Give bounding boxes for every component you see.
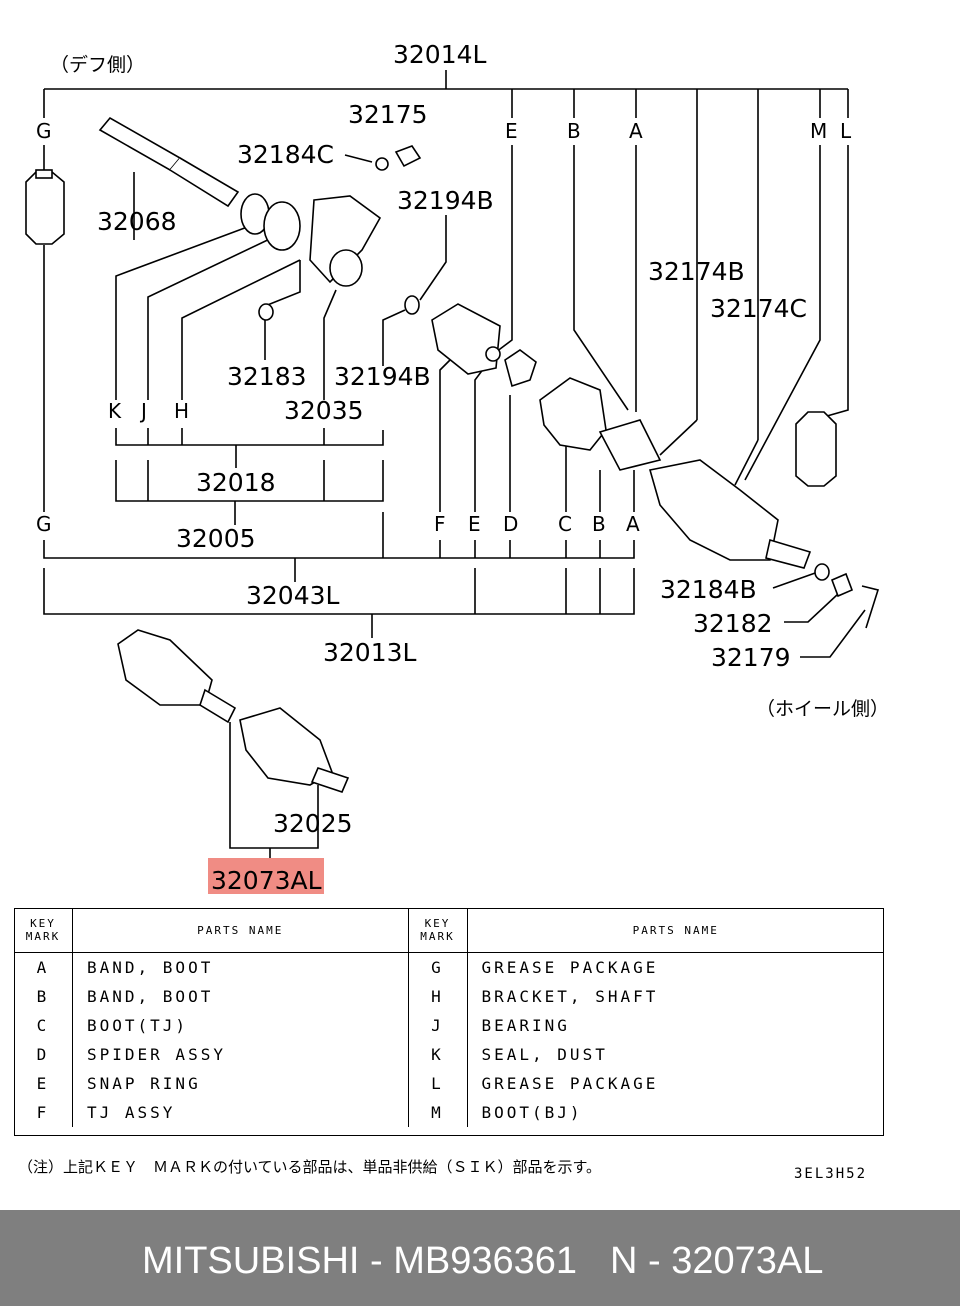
table-row: F TJ ASSY M BOOT(BJ) bbox=[14, 1098, 884, 1127]
parts-name-cell: BAND, BOOT bbox=[72, 982, 409, 1011]
table-row: E SNAP RING L GREASE PACKAGE bbox=[14, 1069, 884, 1098]
parts-name-cell: GREASE PACKAGE bbox=[481, 1074, 659, 1093]
key-mark-top-a: A bbox=[629, 119, 643, 143]
key-mark-header: KEY MARK bbox=[408, 908, 468, 953]
parts-name-header: PARTS NAME bbox=[72, 908, 409, 953]
footer-brand-part-number: MITSUBISHI - MB936361 bbox=[142, 1240, 578, 1282]
part-label-32174c: 32174C bbox=[710, 294, 807, 323]
key-mark-row-g: G bbox=[36, 512, 52, 536]
key-mark-top-g: G bbox=[36, 119, 52, 143]
key-mark-top-m: M bbox=[810, 119, 828, 143]
footnote: （注）上記ＫＥＹ ＭＡＲＫの付いている部品は、単品非供給（ＳＩＫ）部品を示す。 bbox=[18, 1158, 602, 1176]
key-mark-row-a: A bbox=[626, 512, 640, 536]
part-label-32013l: 32013L bbox=[323, 638, 417, 667]
part-label-32025: 32025 bbox=[273, 809, 353, 838]
key-mark-cell: G bbox=[408, 952, 468, 982]
part-label-32005: 32005 bbox=[176, 524, 256, 553]
parts-name-cell: GREASE PACKAGE bbox=[481, 958, 659, 977]
key-mark-cell: J bbox=[408, 1011, 468, 1040]
highlight-box bbox=[208, 858, 324, 894]
part-label-32194b-top: 32194B bbox=[397, 186, 494, 215]
parts-table: KEY MARK PARTS NAME KEY MARK PARTS NAME … bbox=[14, 908, 884, 1127]
part-label-32043l: 32043L bbox=[246, 581, 340, 610]
key-mark-k: K bbox=[108, 399, 122, 423]
parts-name-cell: BAND, BOOT bbox=[72, 952, 409, 982]
key-mark-header: KEY MARK bbox=[14, 908, 73, 953]
parts-name-cell: SNAP RING bbox=[72, 1069, 409, 1098]
key-mark-row-e: E bbox=[468, 512, 481, 536]
part-label-32035: 32035 bbox=[284, 396, 364, 425]
key-mark-h: H bbox=[174, 399, 190, 423]
table-row: B BAND, BOOT H BRACKET, SHAFT bbox=[14, 982, 884, 1011]
key-mark-cell: H bbox=[408, 982, 468, 1011]
key-mark-row-d: D bbox=[503, 512, 519, 536]
key-mark-cell: D bbox=[14, 1040, 73, 1069]
key-mark-cell: A bbox=[14, 952, 73, 982]
part-label-32068: 32068 bbox=[97, 207, 177, 236]
parts-name-cell: BOOT(TJ) bbox=[72, 1011, 409, 1040]
part-label-32014l: 32014L bbox=[393, 40, 487, 69]
key-mark-cell: M bbox=[408, 1098, 468, 1127]
key-mark-cell: C bbox=[14, 1011, 73, 1040]
parts-name-cell: SPIDER ASSY bbox=[72, 1040, 409, 1069]
key-mark-top-b: B bbox=[567, 119, 581, 143]
part-label-32183: 32183 bbox=[227, 362, 307, 391]
part-label-32184c: 32184C bbox=[237, 140, 334, 169]
table-row: A BAND, BOOT G GREASE PACKAGE bbox=[14, 952, 884, 982]
part-label-32073al[interactable]: 32073AL bbox=[211, 866, 322, 895]
parts-name-cell: TJ ASSY bbox=[72, 1098, 409, 1127]
part-label-32184b: 32184B bbox=[660, 575, 757, 604]
part-label-32175: 32175 bbox=[348, 100, 428, 129]
parts-name-cell: SEAL, DUST bbox=[481, 1045, 608, 1064]
part-label-32182: 32182 bbox=[693, 609, 773, 638]
part-label-32179: 32179 bbox=[711, 643, 791, 672]
diagram-code: 3EL3H52 bbox=[794, 1166, 868, 1182]
key-mark-cell: E bbox=[14, 1069, 73, 1098]
key-mark-row-c: C bbox=[558, 512, 572, 536]
exploded-parts-diagram bbox=[25, 70, 880, 858]
key-mark-cell: L bbox=[408, 1069, 468, 1098]
key-mark-row-f: F bbox=[434, 512, 446, 536]
key-mark-top-l: L bbox=[840, 119, 852, 143]
diff-side-label: （デフ側） bbox=[50, 54, 146, 76]
part-label-32194b-mid: 32194B bbox=[334, 362, 431, 391]
table-row: C BOOT(TJ) J BEARING bbox=[14, 1011, 884, 1040]
key-mark-cell: B bbox=[14, 982, 73, 1011]
key-mark-cell: F bbox=[14, 1098, 73, 1127]
wheel-side-label: （ホイール側） bbox=[756, 698, 890, 720]
parts-name-cell: BOOT(BJ) bbox=[481, 1103, 583, 1122]
footer-reference: N - 32073AL bbox=[610, 1240, 824, 1282]
key-mark-j: J bbox=[141, 399, 147, 423]
grease-package-g-left bbox=[25, 171, 65, 245]
parts-name-cell: BEARING bbox=[481, 1016, 570, 1035]
part-label-32018: 32018 bbox=[196, 468, 276, 497]
part-label-32174b: 32174B bbox=[648, 257, 745, 286]
footer-bar: MITSUBISHI - MB936361 N - 32073AL bbox=[0, 1210, 960, 1306]
key-mark-cell: K bbox=[408, 1040, 468, 1069]
key-mark-top-e: E bbox=[505, 119, 518, 143]
table-header: KEY MARK PARTS NAME KEY MARK PARTS NAME bbox=[14, 908, 884, 953]
table-row: D SPIDER ASSY K SEAL, DUST bbox=[14, 1040, 884, 1069]
parts-name-header: PARTS NAME bbox=[467, 908, 884, 953]
key-mark-row-b: B bbox=[592, 512, 606, 536]
parts-name-cell: BRACKET, SHAFT bbox=[481, 987, 659, 1006]
